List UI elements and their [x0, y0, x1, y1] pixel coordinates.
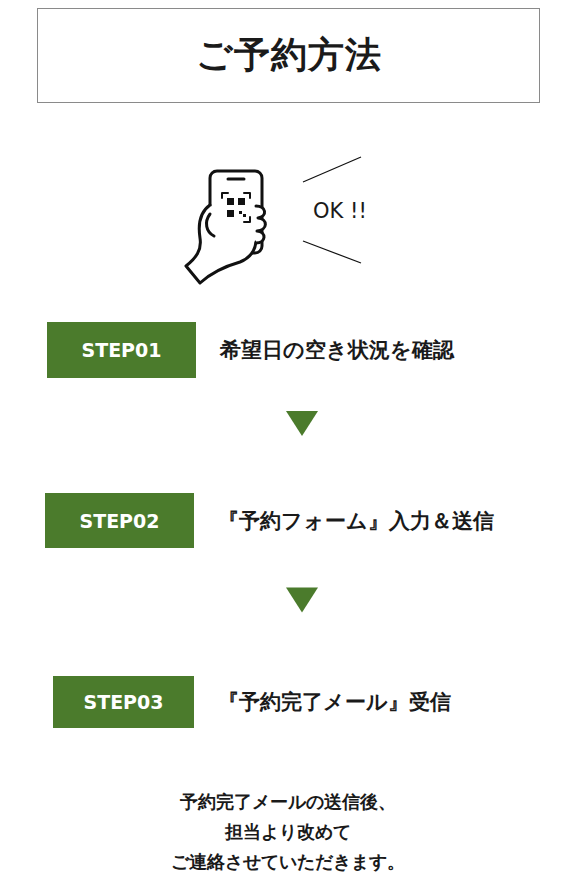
- step-description: 『予約フォーム』入力＆送信: [218, 507, 494, 535]
- note-text: 予約完了メールの送信後、: [0, 790, 576, 814]
- step-box: STEP01希望日の空き状況を確認: [47, 322, 196, 378]
- step-description: 希望日の空き状況を確認: [220, 336, 454, 364]
- down-arrow: [286, 588, 318, 613]
- note-text: ご連絡させていただきます。: [0, 850, 576, 874]
- title-text: ご予約方法: [196, 31, 382, 80]
- title-box: ご予約方法: [37, 8, 540, 103]
- step-description: 『予約完了メール』受信: [218, 688, 451, 716]
- step-label: STEP03: [84, 691, 164, 713]
- step-label: STEP02: [80, 510, 160, 532]
- down-arrow: [286, 411, 318, 436]
- step-box: STEP03『予約完了メール』受信: [53, 676, 194, 728]
- step-box: STEP02『予約フォーム』入力＆送信: [45, 493, 194, 548]
- step-label: STEP01: [82, 339, 162, 361]
- callout-text: OK !!: [313, 199, 367, 223]
- note-text: 担当より改めて: [0, 820, 576, 844]
